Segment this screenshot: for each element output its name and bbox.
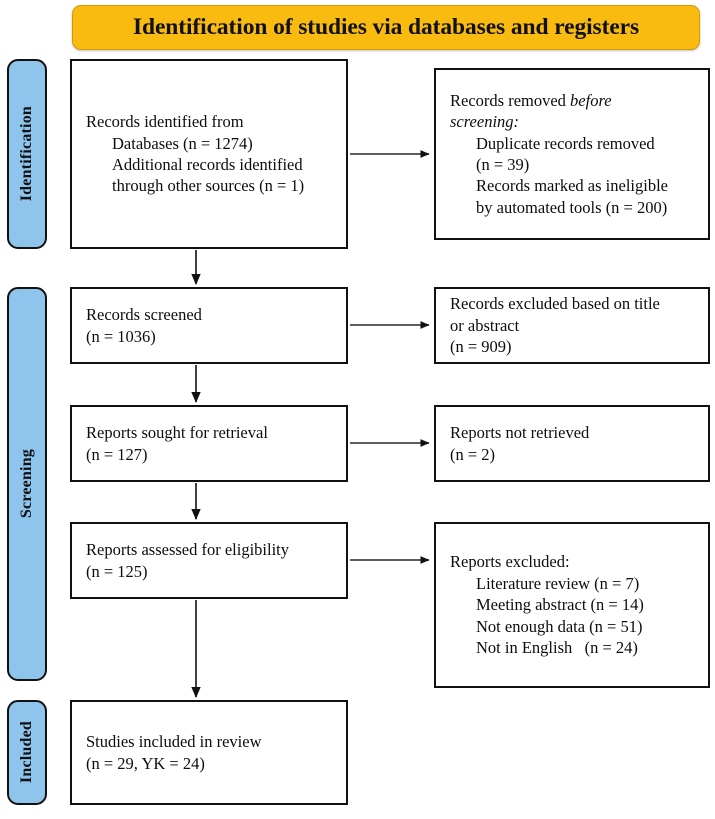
records-removed-heading-2: screening: bbox=[450, 111, 698, 132]
reports-sought-line-1: Reports sought for retrieval bbox=[86, 423, 268, 443]
records-identified-line-3: Additional records identified bbox=[112, 155, 303, 174]
box-reports-assessed-for-eligibility: Reports assessed for eligibility (n = 12… bbox=[70, 522, 348, 599]
box-records-removed: Records removed before screening: Duplic… bbox=[434, 68, 710, 240]
reports-assessed-line-2: (n = 125) bbox=[86, 561, 148, 581]
records-removed-line-3: Records marked as ineligible bbox=[476, 176, 668, 196]
box-reports-excluded: Reports excluded: Literature review (n =… bbox=[434, 522, 710, 688]
reports-excluded-heading: Reports excluded: bbox=[450, 552, 570, 572]
records-excluded-ta-line-2: or abstract bbox=[450, 315, 520, 335]
box-records-identified: Records identified from Databases (n = 1… bbox=[70, 59, 348, 249]
stage-tab-screening: Screening bbox=[7, 287, 47, 681]
stage-tab-identification: Identification bbox=[7, 59, 47, 249]
stage-tab-included: Included bbox=[7, 700, 47, 805]
reports-not-retrieved-line-2: (n = 2) bbox=[450, 444, 496, 464]
records-removed-line-2: (n = 39) bbox=[476, 155, 530, 174]
records-screened-line-2: (n = 1036) bbox=[86, 326, 156, 346]
reports-excluded-reason-4: Not in English (n = 24) bbox=[476, 638, 638, 658]
reports-not-retrieved-line-1: Reports not retrieved bbox=[450, 423, 590, 443]
records-excluded-ta-line-1: Records excluded based on title bbox=[450, 294, 660, 314]
box-studies-included-in-review: Studies included in review (n = 29, YK =… bbox=[70, 700, 348, 805]
reports-sought-line-2: (n = 127) bbox=[86, 444, 148, 464]
studies-included-line-2: (n = 29, YK = 24) bbox=[86, 753, 205, 773]
records-identified-line-2: Databases (n = 1274) bbox=[112, 133, 253, 153]
records-removed-heading-italic-2: screening: bbox=[450, 112, 520, 132]
records-removed-line-4: by automated tools (n = 200) bbox=[476, 197, 668, 217]
records-removed-heading: Records removed before bbox=[450, 90, 698, 111]
stage-tab-screening-label: Screening bbox=[18, 449, 35, 519]
stage-tab-included-label: Included bbox=[18, 721, 35, 784]
box-records-screened: Records screened (n = 1036) bbox=[70, 287, 348, 364]
box-reports-not-retrieved: Reports not retrieved (n = 2) bbox=[434, 405, 710, 482]
stage-tab-identification-label: Identification bbox=[18, 106, 35, 202]
records-removed-heading-plain: Records removed bbox=[450, 90, 571, 110]
records-removed-heading-italic-1: before bbox=[570, 90, 612, 110]
records-excluded-ta-line-3: (n = 909) bbox=[450, 337, 512, 357]
records-removed-line-1: Duplicate records removed bbox=[476, 133, 655, 153]
records-screened-line-1: Records screened bbox=[86, 305, 202, 325]
reports-assessed-line-1: Reports assessed for eligibility bbox=[86, 540, 290, 560]
reports-excluded-reason-2: Meeting abstract (n = 14) bbox=[476, 595, 644, 615]
records-identified-line-4: through other sources (n = 1) bbox=[112, 176, 305, 196]
records-identified-line-1: Records identified from bbox=[86, 112, 244, 132]
studies-included-line-1: Studies included in review bbox=[86, 732, 262, 752]
reports-excluded-reason-1: Literature review (n = 7) bbox=[476, 573, 640, 593]
reports-excluded-reason-3: Not enough data (n = 51) bbox=[476, 616, 643, 636]
box-records-excluded-title-abstract: Records excluded based on title or abstr… bbox=[434, 287, 710, 364]
box-reports-sought-for-retrieval: Reports sought for retrieval (n = 127) bbox=[70, 405, 348, 482]
diagram-title-banner: Identification of studies via databases … bbox=[72, 5, 700, 50]
